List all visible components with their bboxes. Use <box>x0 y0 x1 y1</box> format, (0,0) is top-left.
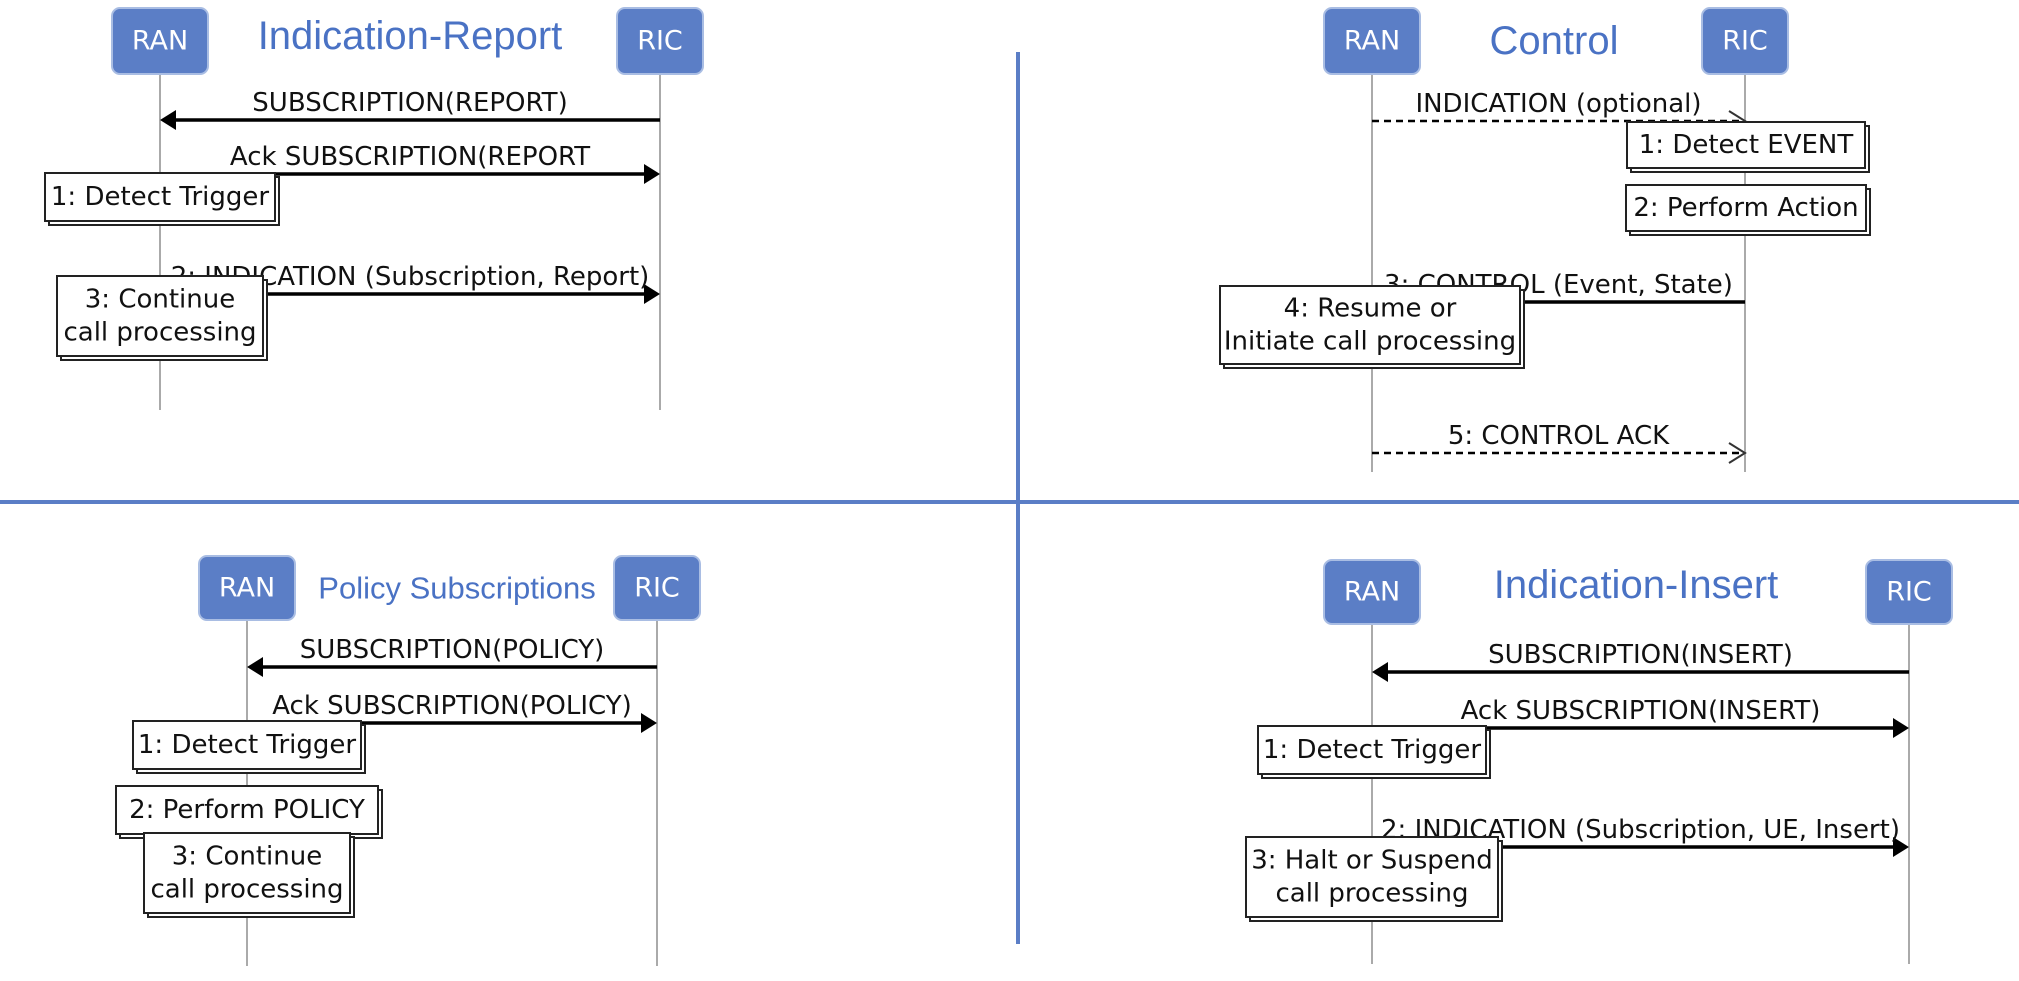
arrow-head <box>1372 662 1388 682</box>
panel-policy-subscriptions: RAN RIC Policy SubscriptionsSUBSCRIPTION(P… <box>115 555 701 966</box>
actor-label: RIC <box>637 26 683 57</box>
note-box: 1: Detect EVENT <box>1626 121 1870 173</box>
actor-label: RAN <box>132 26 188 57</box>
actor-label: RIC <box>1722 26 1768 57</box>
note-box: 1: Detect Trigger <box>132 720 366 774</box>
note-text: 4: Resume or <box>1284 294 1457 324</box>
note-text: 1: Detect Trigger <box>51 182 270 212</box>
note-text: call processing <box>1275 879 1468 909</box>
actor-label: RAN <box>219 573 275 604</box>
panel-indication-insert: RAN RIC Indication-InsertSUBSCRIPTION(INSE… <box>1245 559 1953 964</box>
note-box: 1: Detect Trigger <box>44 172 280 226</box>
panel-title: Policy Subscriptions <box>318 571 595 606</box>
ran-actor: RAN <box>1323 559 1421 625</box>
ran-actor: RAN <box>198 555 296 621</box>
note-text: 2: Perform POLICY <box>129 795 365 825</box>
ric-actor: RIC <box>1701 7 1789 75</box>
arrow-head <box>160 110 176 130</box>
message-arrow: 5: CONTROL ACK <box>1372 421 1747 464</box>
note-text: Initiate call processing <box>1224 327 1516 357</box>
note-text: call processing <box>150 875 343 905</box>
panel-title: Indication-Report <box>258 14 563 58</box>
note-text: 2: Perform Action <box>1633 193 1858 223</box>
message-arrow: Ack SUBSCRIPTION(POLICY) <box>247 691 657 733</box>
note-text: 1: Detect Trigger <box>1263 735 1482 765</box>
ric-actor: RIC <box>1865 559 1953 625</box>
actor-label: RAN <box>1344 26 1400 57</box>
arrow-head <box>641 713 657 733</box>
message-label: 5: CONTROL ACK <box>1448 421 1670 451</box>
message-arrow: INDICATION (optional) <box>1372 89 1747 132</box>
ran-actor: RAN <box>111 7 209 75</box>
actor-label: RIC <box>634 573 680 604</box>
note-box: 2: Perform POLICY <box>115 785 383 839</box>
ran-actor: RAN <box>1323 7 1421 75</box>
arrow-head <box>644 164 660 184</box>
panel-indication-report: RAN RIC Indication-ReportSUBSCRIPTION(REPO… <box>44 7 704 410</box>
message-arrow: SUBSCRIPTION(INSERT) <box>1372 640 1909 682</box>
ric-actor: RIC <box>616 7 704 75</box>
message-label: Ack SUBSCRIPTION(POLICY) <box>272 691 632 721</box>
actor-label: RAN <box>1344 577 1400 608</box>
panel-title: Indication-Insert <box>1494 563 1779 607</box>
note-text: 3: Continue <box>172 842 322 872</box>
arrow-head <box>1893 718 1909 738</box>
message-label: INDICATION (optional) <box>1415 89 1701 119</box>
actor-label: RIC <box>1886 577 1932 608</box>
message-arrow: SUBSCRIPTION(POLICY) <box>247 635 657 677</box>
arrow-head <box>1728 442 1747 464</box>
message-arrow: SUBSCRIPTION(REPORT) <box>160 88 660 130</box>
message-label: Ack SUBSCRIPTION(INSERT) <box>1461 696 1821 726</box>
panel-title: Control <box>1490 19 1619 63</box>
arrow-head <box>1893 837 1909 857</box>
message-label: SUBSCRIPTION(REPORT) <box>252 88 567 118</box>
ric-actor: RIC <box>613 555 701 621</box>
arrow-head <box>644 284 660 304</box>
note-text: call processing <box>63 318 256 348</box>
message-label: SUBSCRIPTION(INSERT) <box>1488 640 1793 670</box>
message-label: SUBSCRIPTION(POLICY) <box>300 635 605 665</box>
note-box: 2: Perform Action <box>1625 184 1871 236</box>
note-text: 1: Detect EVENT <box>1639 130 1854 160</box>
message-label: Ack SUBSCRIPTION(REPORT <box>230 142 590 172</box>
note-text: 3: Halt or Suspend <box>1251 846 1493 876</box>
arrow-head <box>247 657 263 677</box>
note-text: 1: Detect Trigger <box>138 730 357 760</box>
note-box: 1: Detect Trigger <box>1257 725 1491 779</box>
note-text: 3: Continue <box>85 285 235 315</box>
